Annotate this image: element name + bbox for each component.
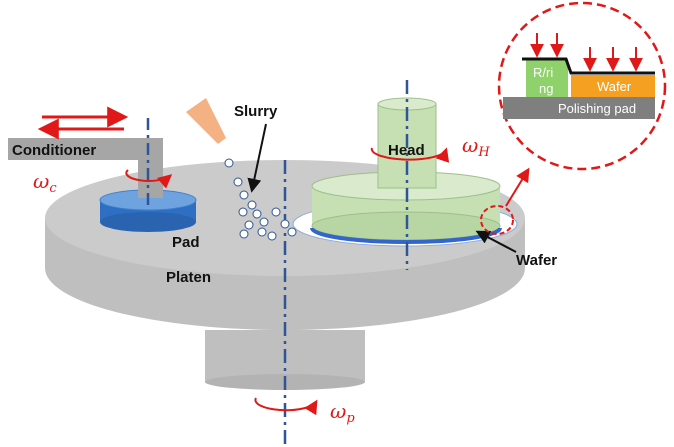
inset-polishing-pad-label: Polishing pad bbox=[558, 101, 636, 116]
inset-force-arrows bbox=[530, 33, 643, 72]
head-rotation-arrow bbox=[370, 147, 450, 163]
conditioner-label: Conditioner bbox=[12, 142, 96, 159]
head-label: Head bbox=[388, 142, 425, 159]
inset-ring bbox=[526, 59, 568, 97]
platen-rotation-arrow bbox=[254, 397, 318, 416]
inset-ring-label-1: R/ri bbox=[533, 65, 553, 80]
slurry-pointer bbox=[247, 123, 267, 193]
slurry-droplets bbox=[224, 158, 297, 241]
omega-p-label: ωp bbox=[330, 399, 355, 426]
omega-c-label: ωc bbox=[33, 169, 57, 196]
inset-polishing-pad bbox=[503, 97, 655, 119]
omega-h-label: ωH bbox=[462, 133, 490, 160]
conditioner-arm bbox=[8, 138, 163, 198]
inset-wafer-label: Wafer bbox=[597, 79, 632, 94]
zoom-arrow bbox=[505, 167, 530, 207]
slurry-label: Slurry bbox=[234, 103, 278, 120]
conditioner-rotation-arrow bbox=[125, 169, 173, 189]
slurry-nozzle bbox=[186, 98, 226, 144]
platen-label: Platen bbox=[166, 269, 211, 286]
conditioner-sweep-arrows bbox=[37, 106, 129, 140]
zoom-region bbox=[480, 205, 514, 235]
inset-ring-label-2: ng bbox=[539, 81, 553, 96]
pad-label: Pad bbox=[172, 234, 200, 251]
inset-detail: R/ri ng Wafer Polishing pad bbox=[497, 1, 667, 171]
inset-wafer bbox=[571, 75, 655, 97]
wafer-label: Wafer bbox=[516, 252, 557, 269]
wafer-pointer bbox=[475, 230, 517, 253]
